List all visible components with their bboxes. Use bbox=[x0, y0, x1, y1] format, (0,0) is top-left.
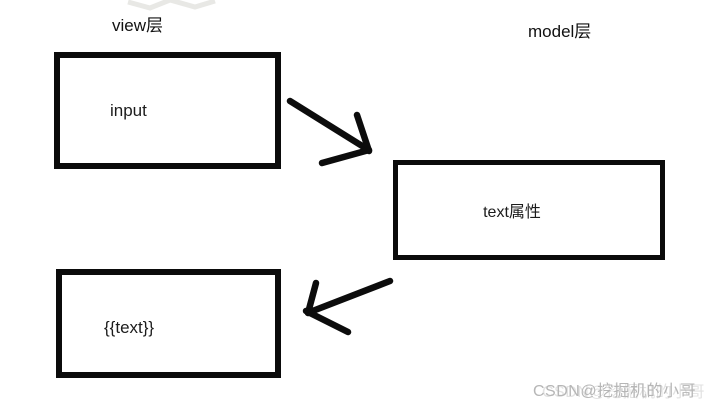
node-text-property: text属性 bbox=[393, 160, 665, 260]
node-text-interpolation: {{text}} bbox=[56, 269, 281, 378]
arrow-input-to-text-property-icon bbox=[286, 97, 373, 167]
model-layer-label: model层 bbox=[528, 22, 592, 41]
node-input-label: input bbox=[110, 100, 147, 120]
view-layer-label: view层 bbox=[112, 16, 164, 35]
arrow-text-property-to-interpolation-icon bbox=[302, 277, 394, 336]
watermark: CSDN@挖掘机的小哥 bbox=[533, 383, 697, 400]
node-input: input bbox=[54, 52, 281, 169]
node-text-property-label: text属性 bbox=[483, 204, 541, 221]
node-text-interpolation-label: {{text}} bbox=[104, 317, 155, 337]
